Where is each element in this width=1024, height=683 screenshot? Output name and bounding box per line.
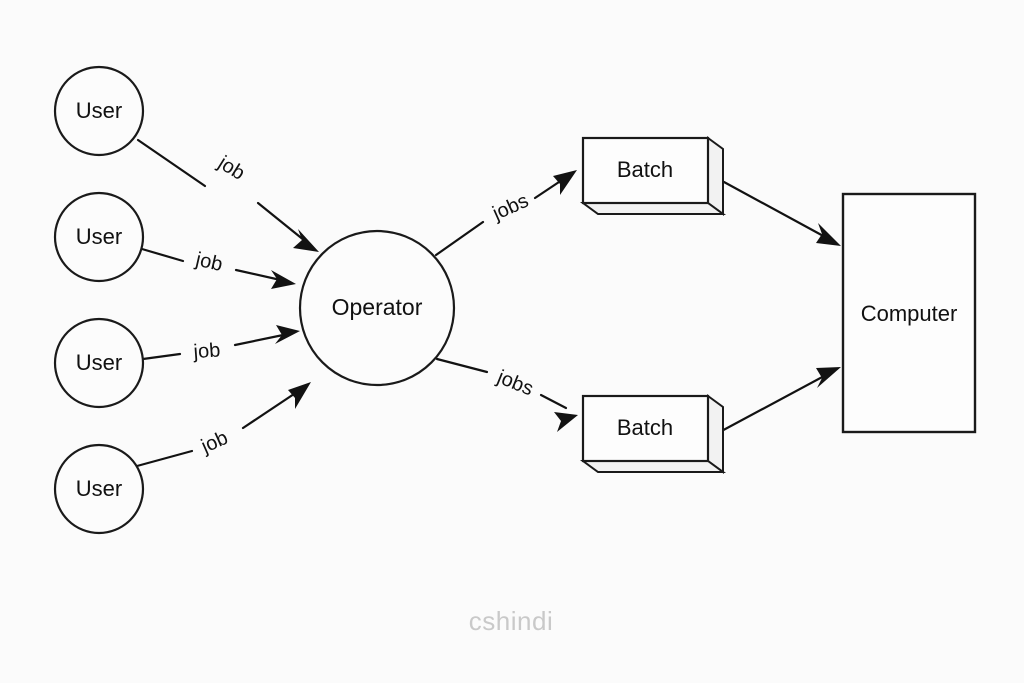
edge-segment — [233, 332, 290, 347]
batch-side-panel — [707, 136, 724, 216]
user-label: User — [76, 476, 122, 501]
node-user-1[interactable]: User — [53, 65, 145, 157]
edge-segment — [241, 388, 302, 430]
node-batch-2[interactable]: Batch — [579, 394, 727, 474]
computer-label: Computer — [861, 301, 958, 326]
user-circle — [53, 191, 145, 283]
edge-user1-to-operator — [136, 138, 319, 252]
operator-label: Operator — [332, 294, 423, 320]
edge-label-job-1: job — [213, 151, 248, 184]
user-circle — [53, 317, 145, 409]
arrowhead-icon — [275, 325, 300, 344]
node-user-3[interactable]: User — [53, 317, 145, 409]
arrowhead-icon — [553, 170, 577, 195]
batch-bottom-panel — [579, 202, 727, 215]
user-label: User — [76, 224, 122, 249]
batch-front-face — [581, 394, 710, 463]
node-batch-1[interactable]: Batch — [579, 136, 727, 216]
edge-user2-to-operator — [140, 247, 296, 289]
edge-segment — [435, 357, 489, 374]
watermark-label: cshindi — [469, 606, 553, 636]
edge-user3-to-operator — [141, 325, 300, 361]
batch-label: Batch — [617, 157, 673, 182]
batch-bottom-panel — [579, 460, 727, 473]
arrowhead-icon — [293, 229, 319, 252]
edge-batch1-to-computer — [722, 180, 841, 246]
edge-operator-to-batch1 — [434, 170, 577, 257]
edge-label-job-4: job — [197, 427, 231, 458]
edge-segment — [434, 220, 485, 257]
edge-operator-to-batch2 — [435, 357, 578, 432]
arrowhead-icon — [271, 270, 296, 289]
arrowhead-icon — [816, 223, 841, 246]
edge-batch2-to-computer — [714, 367, 841, 436]
node-user-2[interactable]: User — [53, 191, 145, 283]
edge-segment — [140, 247, 185, 263]
node-user-4[interactable]: User — [53, 443, 145, 535]
computer-box — [841, 192, 977, 434]
arrowhead-icon — [816, 367, 841, 388]
edge-segment — [234, 268, 287, 283]
user-circle — [53, 65, 145, 157]
edge-segment — [722, 180, 829, 240]
edge-segment — [714, 373, 828, 436]
batch-label: Batch — [617, 415, 673, 440]
edge-user4-to-operator — [135, 382, 311, 468]
node-operator[interactable]: Operator — [298, 229, 456, 387]
user-label: User — [76, 98, 122, 123]
user-label: User — [76, 350, 122, 375]
edge-segment — [539, 393, 568, 410]
operator-circle — [298, 229, 456, 387]
edge-label-job-2: job — [193, 248, 225, 276]
edge-segment — [136, 138, 207, 188]
edge-label-job-3: job — [192, 339, 221, 363]
edge-segment — [135, 449, 194, 468]
edge-label-jobs-lower: jobs — [493, 366, 536, 401]
arrowhead-icon — [554, 412, 578, 432]
node-computer[interactable]: Computer — [841, 192, 977, 434]
edge-segment — [141, 352, 182, 361]
batch-side-panel — [707, 394, 724, 474]
batch-front-face — [581, 136, 710, 205]
arrowhead-icon — [288, 382, 311, 409]
edge-label-jobs-upper: jobs — [489, 190, 532, 225]
user-circle — [53, 443, 145, 535]
